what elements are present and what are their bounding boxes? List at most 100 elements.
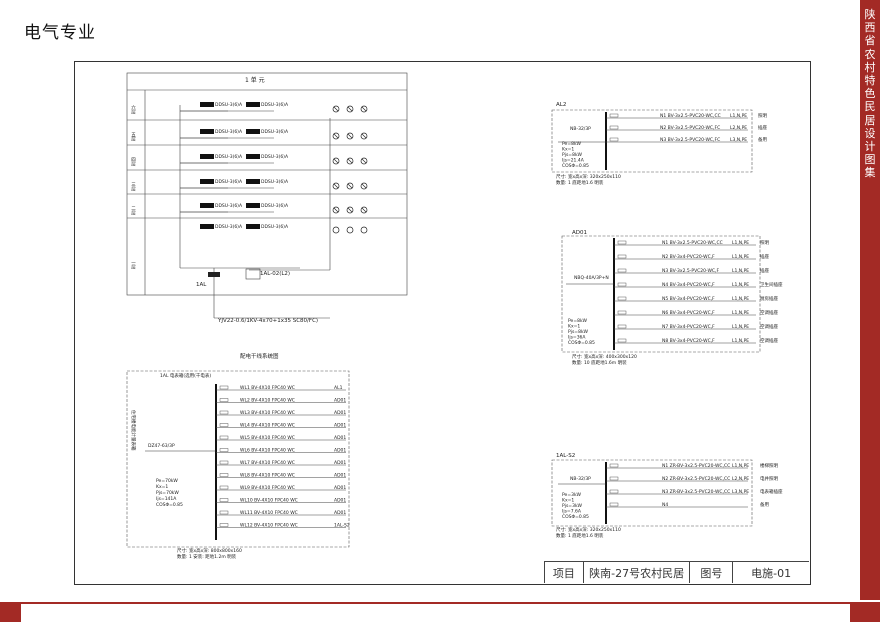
circuit-end: AD01	[334, 448, 346, 454]
meter-box	[246, 154, 260, 159]
circuit-use: 空调插座	[760, 337, 778, 344]
param-text: Pe=8kW	[568, 318, 588, 324]
meter-box	[246, 203, 260, 208]
lamp-icon	[360, 157, 368, 165]
lamp-icon	[332, 132, 340, 140]
circuit-phase: L1,N,PE	[732, 240, 749, 246]
meter-box	[200, 102, 214, 107]
breaker-symbol	[609, 137, 619, 142]
circuit-text: N2 ZR-BV-3x2.5-PVC20-WC,CC	[662, 476, 730, 482]
param-text: Pe=3kW	[562, 492, 582, 498]
panel-1al-box	[208, 272, 220, 277]
circuit-use: 插座	[758, 124, 767, 131]
panel-al2-footer2: 数量: 1 底距地1.6 明装	[556, 179, 604, 186]
riser-branch-label: 1AL-02(L2)	[260, 271, 290, 277]
circuit-phase: L3,N,PE	[730, 137, 747, 143]
meter-label: DDSU-3(6)A	[215, 224, 243, 230]
circuit-phase: L1,N,PE	[732, 282, 749, 288]
circuit-text: N4 BV-3x4-PVC20-WC,F	[662, 282, 715, 288]
param-text: Kx=1	[562, 147, 574, 153]
breaker-symbol	[609, 125, 619, 130]
panel-al2-footer1: 尺寸: 宽x高x深: 320x250x110	[556, 173, 621, 180]
riser-cable-label: YJV22-0.6/1KV-4x70+1x35 SC80/FC)	[217, 318, 318, 324]
panel-ad01-title: AD01	[572, 230, 587, 236]
param-text: COSΦ=0.85	[568, 340, 595, 346]
circuit-text: N8 BV-3x4-PVC20-WC,F	[662, 338, 715, 344]
panel-al2-title: AL2	[556, 102, 566, 108]
circuit-use: 备用	[758, 136, 767, 143]
circuit-phase: L1,N,PE	[732, 268, 749, 274]
circuit-text: WL7 BV-4X10 FPC40 WC	[240, 460, 295, 466]
breaker-symbol	[617, 296, 627, 301]
lamp-cross	[361, 106, 367, 112]
circuit-use: 空调插座	[760, 309, 778, 316]
circuit-use: 备用	[760, 501, 769, 508]
riser-lamps	[332, 105, 368, 234]
circuit-text: N1 BV-3x2.5-PVC20-WC,CC	[660, 113, 721, 119]
panel-1al-s2-footer2: 数量: 1 底距地1.6 明装	[556, 532, 604, 539]
breaker-symbol	[609, 113, 619, 118]
param-text: Pjs=3kW	[562, 503, 583, 509]
breaker-symbol	[617, 240, 627, 245]
circuit-use: 厨房插座	[760, 295, 778, 302]
title-block-project-value: 陕南-27号农村民居	[584, 562, 691, 583]
lamp-icon	[332, 226, 340, 234]
circuit-text: N3 BV-3x2.5-PVC20-WC,FC	[660, 137, 720, 143]
panel-1al-title: 1AL 电表箱(选用(千电表)	[160, 372, 211, 379]
circuit-end: AD01	[334, 410, 346, 416]
meter-box	[246, 102, 260, 107]
meter-label: DDSU-3(6)A	[261, 102, 289, 108]
param-text: Pjs=8kW	[568, 329, 589, 335]
param-text: COSΦ=0.85	[562, 163, 589, 169]
bottom-left-band	[0, 602, 21, 622]
circuit-end: AL1	[334, 385, 343, 391]
breaker-symbol	[609, 502, 619, 507]
meter-box	[246, 179, 260, 184]
circuit-phase: L1,N,PE	[730, 113, 747, 119]
circuit-use: 插座	[760, 267, 769, 274]
lamp-cross	[333, 133, 339, 139]
param-text: Kx=1	[568, 324, 580, 330]
title-block: 项目 陕南-27号农村民居 图号 电施-01	[544, 561, 809, 583]
circuit-phase: L2,N,PE	[730, 125, 747, 131]
circuit-text: WL9 BV-4X10 FPC40 WC	[240, 485, 295, 491]
circuit-use: 电井照明	[760, 475, 778, 482]
param-text: Ijs=7.6A	[562, 509, 582, 515]
meter-label: DDSU-3(6)A	[215, 129, 243, 135]
riser-floor-label: 六层	[131, 104, 136, 116]
lamp-icon	[332, 182, 340, 190]
panel-al2-breaker: NB-32/3P	[570, 126, 591, 132]
circuit-text: N5 BV-3x4-PVC20-WC,F	[662, 296, 715, 302]
circuit-end: AD01	[334, 435, 346, 441]
lamp-cross	[347, 106, 353, 112]
param-text: Ijs=36A	[568, 335, 586, 341]
meter-label: DDSU-3(6)A	[215, 102, 243, 108]
meter-box	[200, 154, 214, 159]
lamp-icon	[360, 226, 368, 234]
circuit-end: AD01	[334, 485, 346, 491]
breaker-symbol	[617, 282, 627, 287]
circuit-end: AD01	[334, 398, 346, 404]
circuit-text: N2 BV-3x4-PVC20-WC,F	[662, 254, 715, 260]
breaker-symbol	[219, 448, 229, 452]
lamp-icon	[346, 182, 354, 190]
circuit-text: WL12 BV-4X10 FPC40 WC	[240, 523, 298, 529]
lamp-icon	[332, 206, 340, 214]
title-block-drawing-value: 电施-01	[751, 566, 792, 580]
panel-1al-main-breaker: DZ47-63/3P	[148, 443, 175, 449]
lamp-icon	[346, 132, 354, 140]
circuit-use: 楼梯照明	[760, 462, 778, 469]
riser-diagram	[126, 72, 408, 319]
circuit-text: WL6 BV-4X10 FPC40 WC	[240, 448, 295, 454]
breaker-symbol	[219, 498, 229, 502]
breaker-symbol	[609, 463, 619, 468]
circuit-use: 照明	[758, 113, 767, 119]
lamp-cross	[333, 106, 339, 112]
meter-label: DDSU-3(6)A	[261, 203, 289, 209]
lamp-cross	[361, 133, 367, 139]
circuit-end: AD01	[334, 473, 346, 479]
